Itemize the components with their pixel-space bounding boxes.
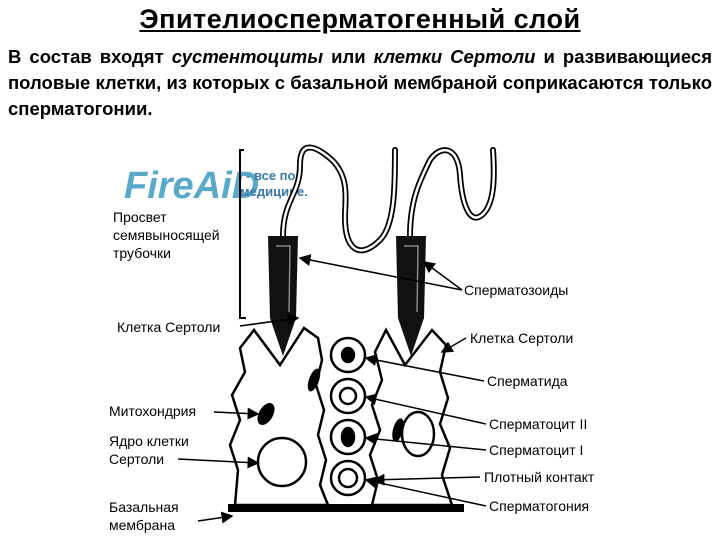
page-title: Эпителиосперматогенный слой — [139, 4, 581, 34]
label-nucleus-1: Ядро клетки — [109, 433, 189, 449]
intro-text-2: или — [323, 46, 374, 67]
label-sertoli-right: Клетка Сертоли — [470, 330, 573, 346]
basal-membrane — [228, 504, 464, 512]
intro-term-sustentocytes: сустентоциты — [171, 46, 324, 67]
label-lumen-1: Просвет — [113, 209, 167, 225]
label-spermatocyte1: Сперматоцит I — [489, 442, 583, 458]
label-membrane-2: мембрана — [109, 517, 175, 533]
label-mitochondria: Митохондрия — [109, 403, 196, 419]
label-tight-junction: Плотный контакт — [484, 469, 595, 485]
label-spermatozoa: Сперматозоиды — [464, 282, 568, 298]
right-labels: Сперматозоиды Клетка Сертоли Сперматида … — [464, 282, 595, 514]
leader-arrows — [177, 254, 487, 524]
left-labels: Просвет семявыносящей трубочки Клетка Се… — [109, 209, 220, 533]
seminiferous-epithelium-diagram: FireAiD - все по медицине. — [109, 144, 595, 533]
sertoli-nucleus-left — [256, 436, 308, 488]
lumen-bracket — [239, 149, 246, 319]
label-lumen-2: семявыносящей — [113, 227, 220, 243]
fireaid-logo: FireAiD - все по медицине. — [124, 165, 308, 207]
label-sertoli-left: Клетка Сертоли — [117, 319, 220, 335]
sperm-heads — [268, 236, 426, 356]
intro-text-3: и развивающиеся половые клетки, из котор… — [8, 46, 712, 119]
label-nucleus-2: Сертоли — [109, 451, 164, 467]
label-spermatogonium: Сперматогония — [489, 498, 589, 514]
intro-term-sertoli: клетки Сертоли — [373, 46, 536, 67]
label-membrane-1: Базальная — [109, 499, 179, 515]
label-lumen-3: трубочки — [113, 245, 171, 261]
label-spermatid: Сперматида — [487, 373, 568, 389]
sertoli-nucleus-right — [400, 410, 436, 458]
label-spermatocyte2: Сперматоцит II — [489, 416, 587, 432]
intro-text-1: В состав входят — [8, 46, 172, 67]
intro-paragraph: В состав входят сустентоциты или клетки … — [8, 44, 712, 122]
germ-cells — [329, 336, 367, 497]
logo-main-text: FireAiD — [124, 165, 259, 207]
logo-sub-line1: - все по — [246, 168, 296, 183]
